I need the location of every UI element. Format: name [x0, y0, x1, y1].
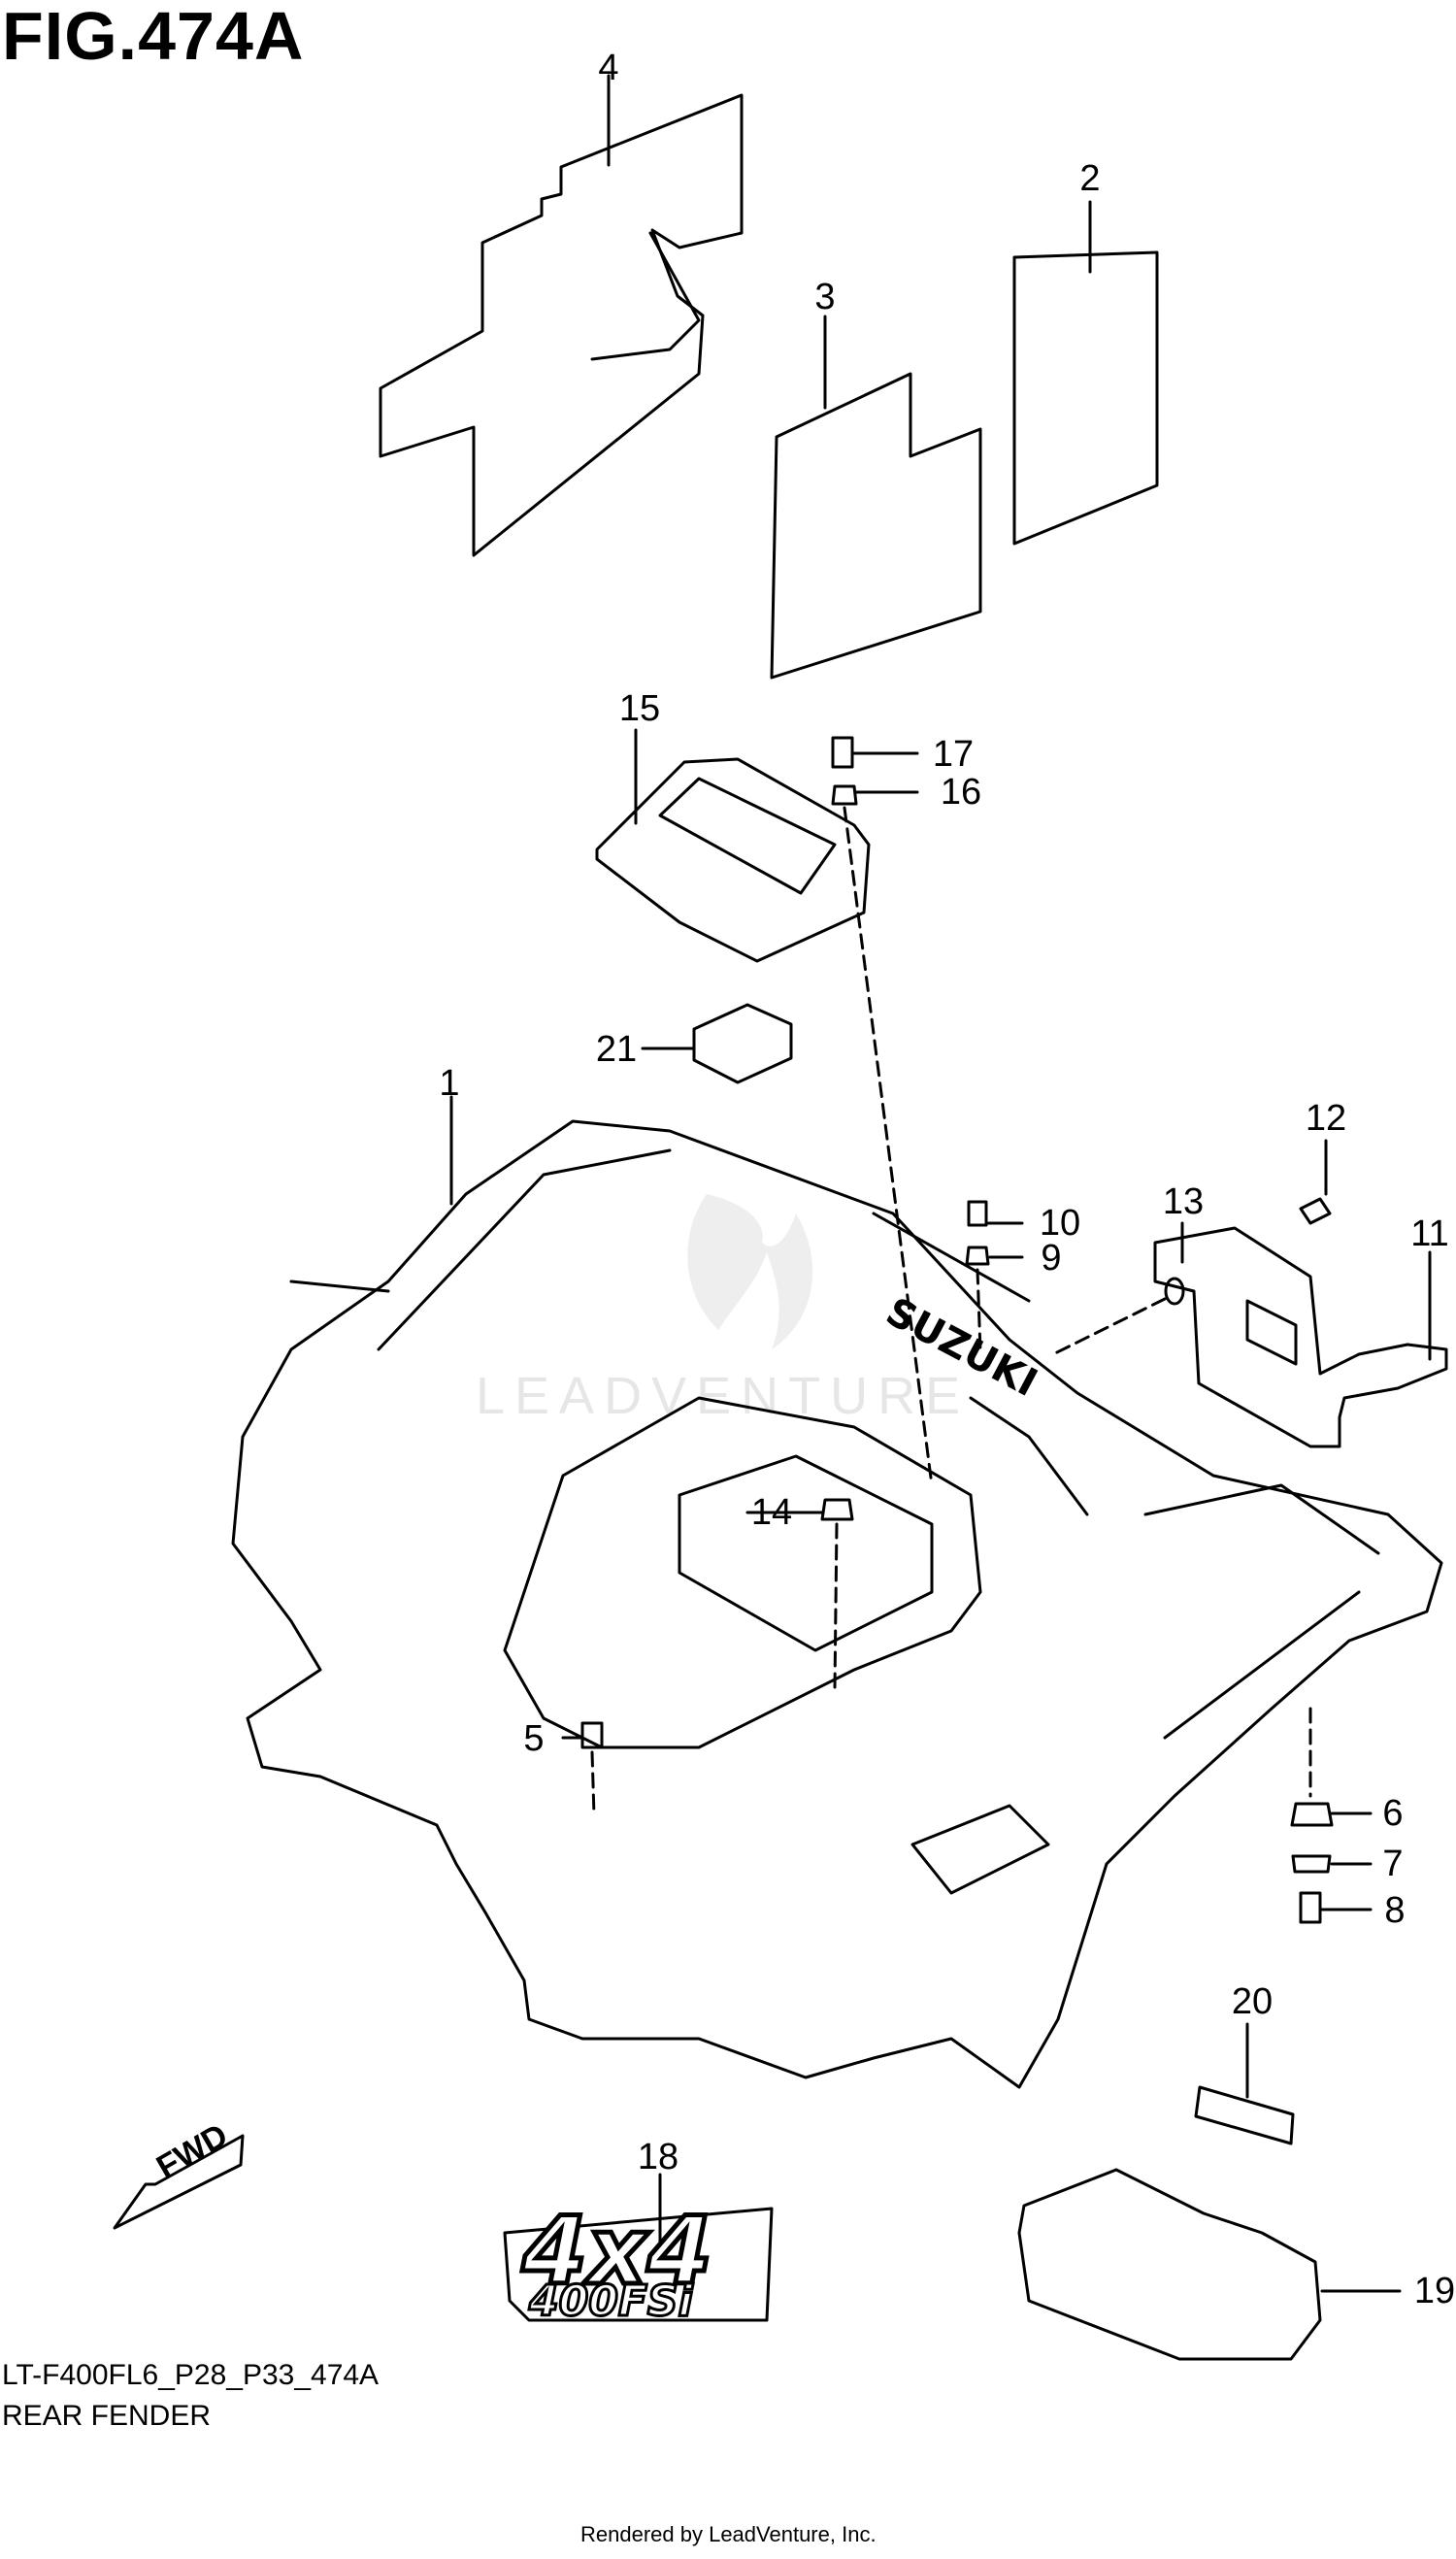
decal-notched — [770, 372, 982, 680]
screw-12 — [1299, 1197, 1332, 1225]
callout-3: 3 — [814, 277, 835, 317]
callout-9: 9 — [1041, 1238, 1061, 1279]
callout-8: 8 — [1384, 1890, 1405, 1931]
badge-main-text: 4x4 — [521, 2197, 712, 2306]
callout-10: 10 — [1040, 1203, 1080, 1244]
watermark-logo — [687, 1194, 813, 1349]
render-credit: Rendered by LeadVenture, Inc. — [580, 2522, 877, 2546]
callout-13: 13 — [1163, 1181, 1204, 1222]
screw-10 — [967, 1200, 988, 1227]
washer-9 — [965, 1246, 990, 1266]
decal-rect — [1012, 250, 1159, 546]
badge-18-outline — [503, 2207, 774, 2322]
washer-13 — [1164, 1277, 1185, 1306]
storage-tray — [595, 757, 871, 963]
foam-pad — [692, 1003, 793, 1084]
callout-1: 1 — [439, 1063, 459, 1104]
callout-2: 2 — [1079, 158, 1100, 199]
callout-15: 15 — [619, 688, 660, 729]
screw-17 — [831, 736, 854, 769]
callout-12: 12 — [1306, 1098, 1346, 1139]
pipe-20 — [1194, 2085, 1295, 2145]
figure-title: FIG.474A — [2, 0, 305, 74]
watermark-text: LEADVENTURE — [476, 1367, 970, 1425]
grommet-6 — [1290, 1802, 1334, 1827]
grommet-16 — [831, 784, 858, 806]
callout-14: 14 — [751, 1492, 792, 1533]
figure-subtitle: REAR FENDER — [2, 2400, 212, 2432]
callout-17: 17 — [933, 734, 974, 775]
decal-large — [379, 93, 744, 557]
seat-cover-19 — [1017, 2168, 1322, 2361]
bracket-11 — [1153, 1226, 1448, 1448]
model-code: LT-F400FL6_P28_P33_474A — [2, 2359, 380, 2391]
collar-7 — [1291, 1854, 1332, 1874]
badge-sub-text: 400FSi — [528, 2277, 694, 2326]
callout-5: 5 — [523, 1718, 544, 1759]
bolt-8 — [1299, 1891, 1322, 1924]
callout-16: 16 — [941, 772, 981, 813]
callout-21: 21 — [596, 1029, 637, 1070]
fwd-arrow — [113, 2134, 245, 2230]
decal-large-inner-line — [590, 231, 701, 361]
callout-20: 20 — [1232, 1981, 1273, 2022]
callout-6: 6 — [1382, 1793, 1403, 1834]
bolt-5 — [580, 1721, 604, 1749]
callout-19: 19 — [1414, 2271, 1455, 2311]
rear-fender-body — [231, 1119, 1443, 2089]
callout-7: 7 — [1382, 1844, 1403, 1884]
callout-18: 18 — [638, 2137, 678, 2177]
callout-4: 4 — [598, 48, 618, 88]
callout-11: 11 — [1410, 1213, 1448, 1254]
grommet-14 — [820, 1498, 854, 1521]
